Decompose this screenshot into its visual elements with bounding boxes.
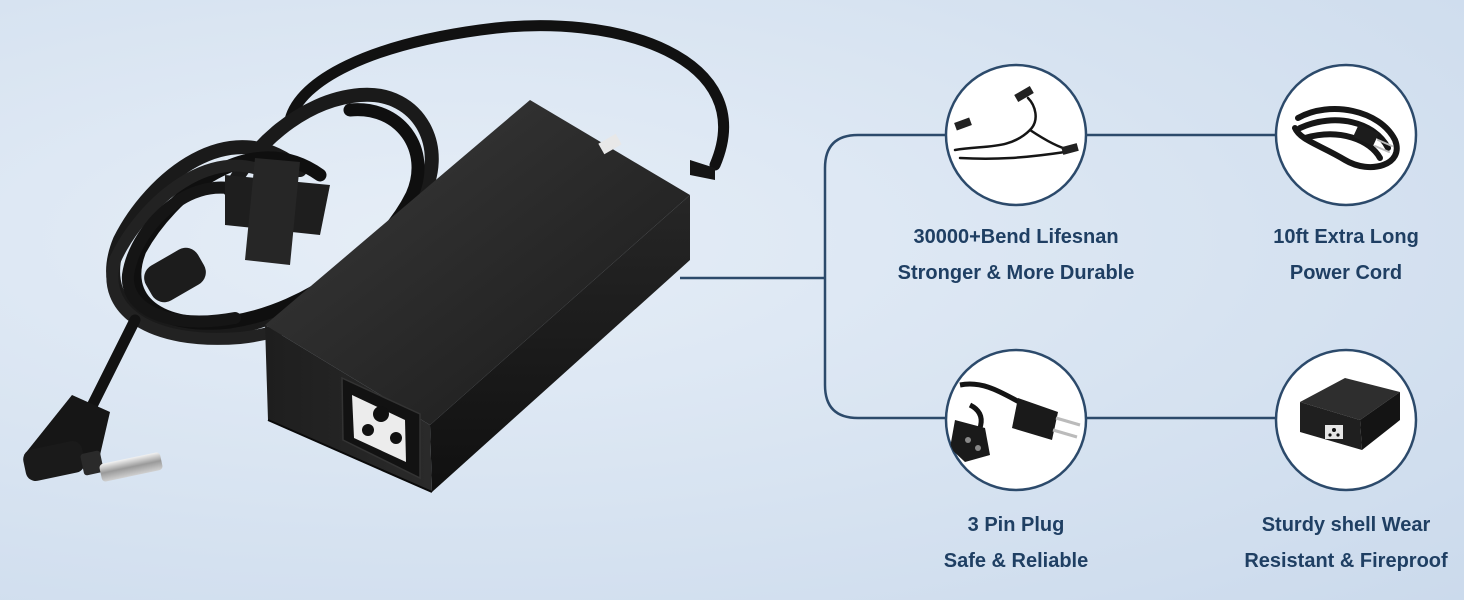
feature-caption-sturdy-shell: Sturdy shell Wear Resistant & Fireproof — [1196, 507, 1464, 579]
feature-caption-line: 3 Pin Plug — [967, 514, 1065, 536]
feature-caption-long-cord: 10ft Extra Long Power Cord — [1196, 219, 1464, 291]
feature-caption-line: Stronger & More Durable — [897, 262, 1135, 284]
feature-caption-line: Sturdy shell Wear — [1261, 514, 1431, 536]
feature-circle-3 — [944, 348, 1088, 492]
feature-caption-line: 30000+Bend Lifesnan — [913, 226, 1119, 248]
feature-caption-line: Resistant & Fireproof — [1244, 550, 1448, 572]
three-pin-plug-icon — [950, 381, 1081, 462]
feature-caption-line: Power Cord — [1289, 262, 1403, 284]
bent-dc-cable-icon — [953, 86, 1079, 160]
adapter-brick-icon — [1300, 378, 1400, 450]
feature-caption-3-pin-plug: 3 Pin Plug Safe & Reliable — [866, 507, 1166, 579]
feature-caption-line: 10ft Extra Long — [1273, 226, 1419, 248]
cable-strap — [225, 158, 330, 265]
feature-circle-1 — [944, 63, 1088, 207]
feature-caption-bend-lifespan: 30000+Bend Lifesnan Stronger & More Dura… — [866, 219, 1166, 291]
adapter-brick — [265, 100, 715, 493]
feature-circle-4 — [1274, 348, 1418, 492]
coiled-power-cord-icon — [1292, 106, 1400, 171]
dc-plug — [23, 395, 163, 482]
connector-lines — [680, 133, 1276, 420]
feature-caption-line: Safe & Reliable — [943, 550, 1089, 572]
coiled-cable — [84, 20, 729, 416]
feature-circle-2 — [1274, 63, 1418, 207]
